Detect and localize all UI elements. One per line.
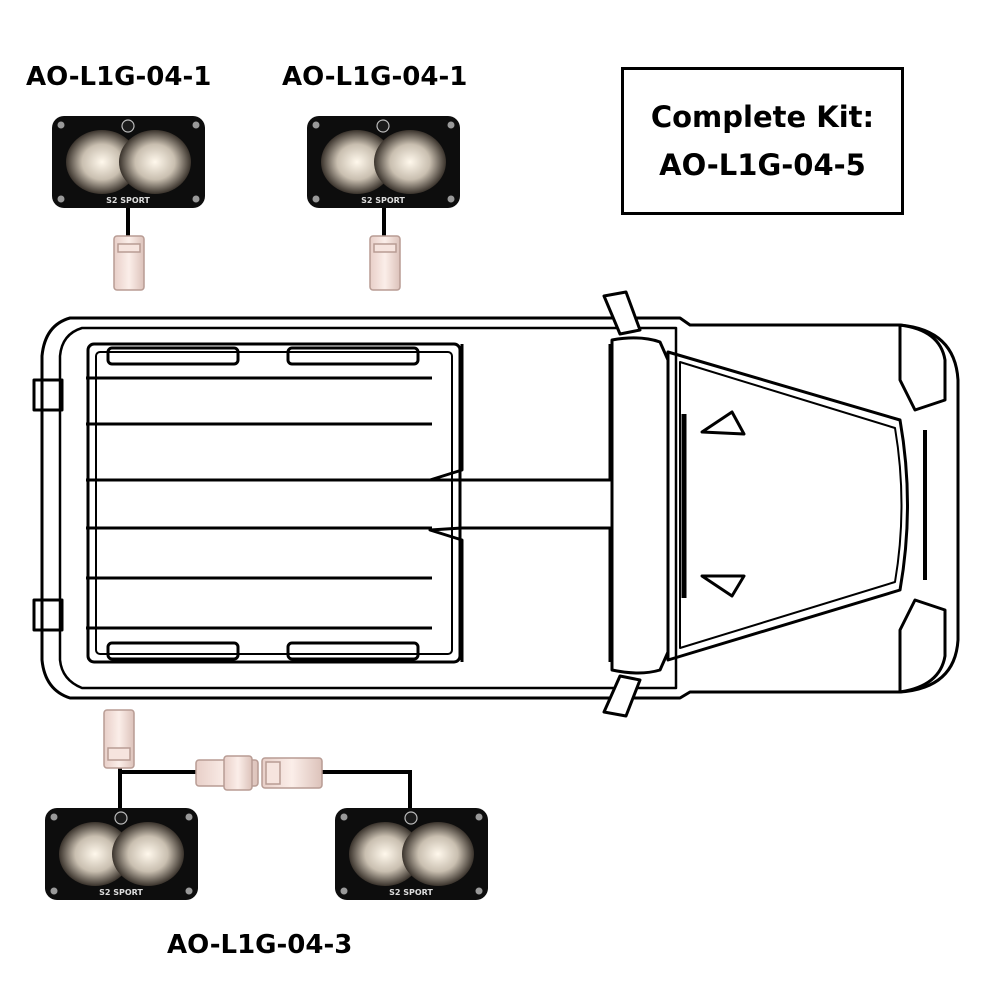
connector-plug-icon <box>103 709 135 769</box>
part-label-bottom: AO-L1G-04-3 <box>167 930 353 960</box>
light-badge-text: S2 SPORT <box>389 888 433 897</box>
light-pod-icon: S2 SPORT <box>307 116 460 208</box>
kit-part-number: AO-L1G-04-5 <box>659 148 866 182</box>
wiring-harness <box>118 205 412 810</box>
light-badge-text: S2 SPORT <box>361 196 405 205</box>
connector-plug-icon <box>369 235 401 291</box>
connector-plug-icon <box>261 757 323 789</box>
part-label-top-left: AO-L1G-04-1 <box>26 62 212 92</box>
light-badge-text: S2 SPORT <box>106 196 150 205</box>
complete-kit-box: Complete Kit: AO-L1G-04-5 <box>621 67 904 215</box>
light-pod-icon: S2 SPORT <box>52 116 205 208</box>
light-pod-icon: S2 SPORT <box>45 808 198 900</box>
light-pod-icon: S2 SPORT <box>335 808 488 900</box>
connector-plug-icon <box>195 755 259 791</box>
part-label-top-right: AO-L1G-04-1 <box>282 62 468 92</box>
kit-title: Complete Kit: <box>650 100 875 134</box>
vehicle-top-view-icon <box>32 290 960 718</box>
connector-plug-icon <box>113 235 145 291</box>
light-badge-text: S2 SPORT <box>99 888 143 897</box>
